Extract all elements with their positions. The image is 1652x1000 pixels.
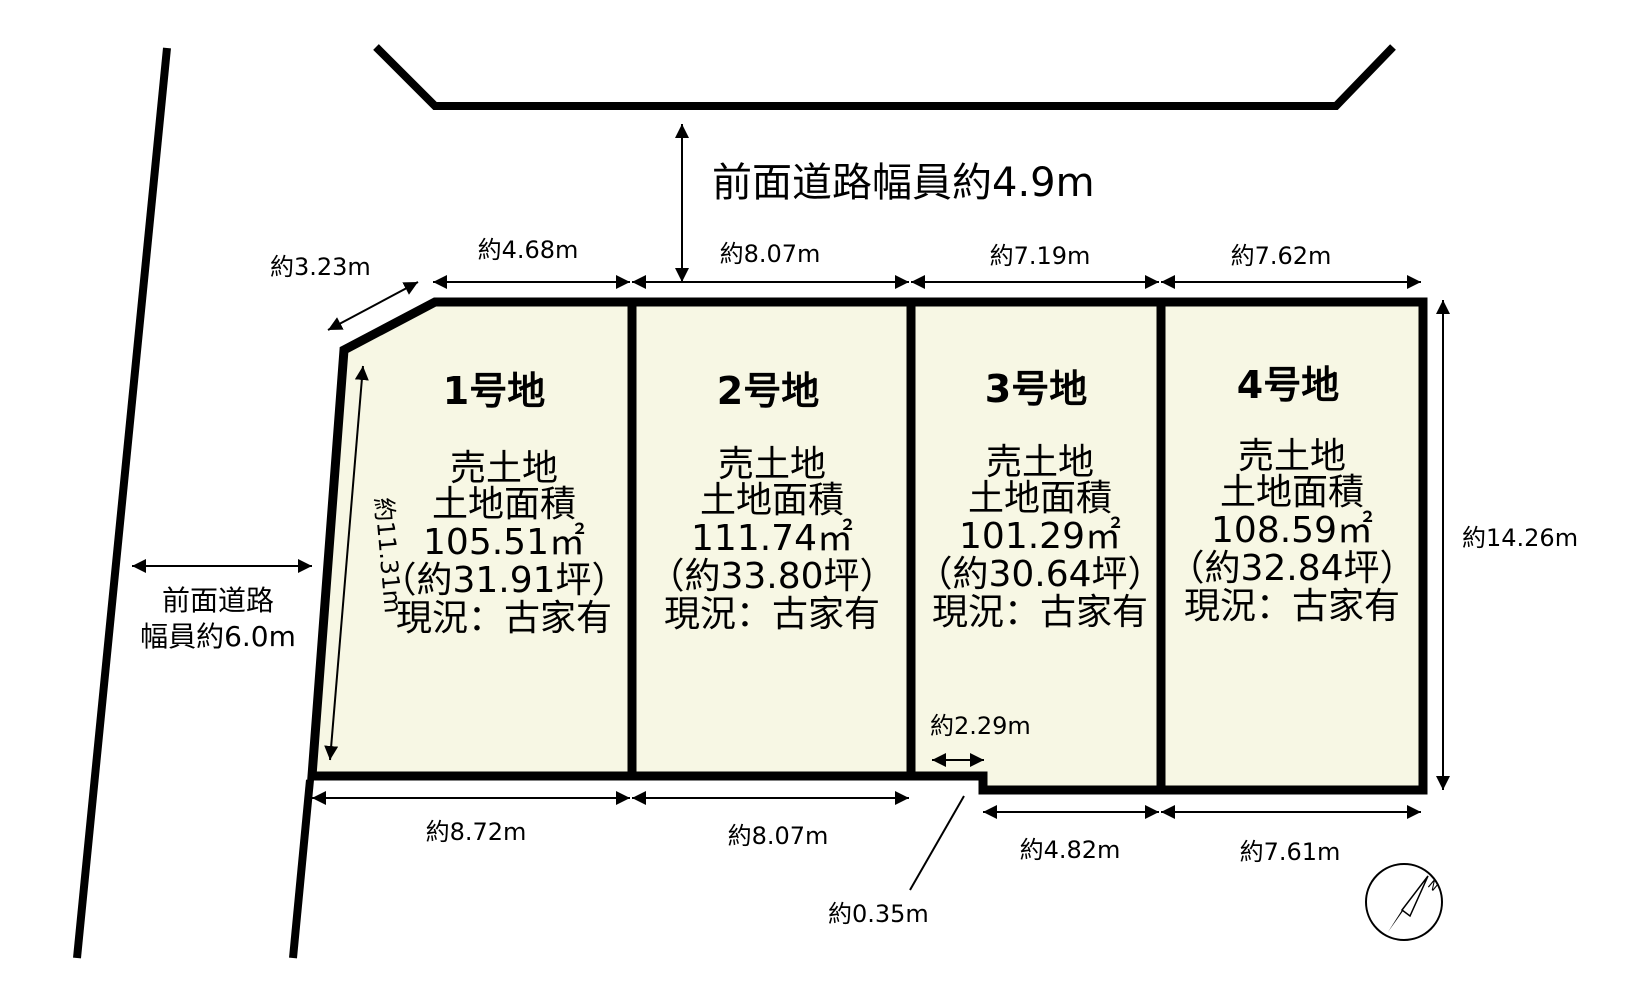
dim-lot3-bottom: 約4.82m — [1020, 836, 1121, 864]
side-road-label-line2: 幅員約6.0m — [140, 620, 296, 653]
lot-tsubo: （約33.80坪） — [648, 556, 895, 597]
dim-line-corner-cut — [327, 281, 419, 331]
dimension-lines — [132, 124, 1450, 891]
lot-type: 売土地 — [986, 442, 1094, 483]
dim-lot4-bottom: 約7.61m — [1240, 838, 1341, 866]
lot-1-labels: 1号地 売土地 土地面積 105.51㎡ （約31.91坪） 現況：古家有 — [380, 369, 627, 639]
dim-notch-depth: 約0.35m — [828, 900, 929, 928]
side-road-edge-inner — [289, 779, 314, 959]
lot-area-label: 土地面積 — [1220, 472, 1364, 513]
lot-status: 現況：古家有 — [396, 598, 612, 639]
lot-area-label: 土地面積 — [968, 478, 1112, 519]
dim-lot1-bottom: 約8.72m — [426, 818, 527, 846]
lot-status: 現況：古家有 — [1184, 586, 1400, 627]
dim-corner-cut: 約3.23m — [270, 253, 371, 281]
lot-area: 101.29㎡ — [959, 515, 1121, 557]
lot-status: 現況：古家有 — [932, 592, 1148, 633]
dim-right-side: 約14.26m — [1462, 524, 1578, 552]
front-road-edge — [373, 44, 1396, 110]
lot-status: 現況：古家有 — [664, 594, 880, 635]
dim-lot3-top: 約7.19m — [990, 242, 1091, 270]
leader-notch-depth — [909, 795, 965, 891]
lot-tsubo: （約30.64坪） — [916, 554, 1163, 595]
lot-name: 2号地 — [717, 369, 819, 413]
dim-lot4-top: 約7.62m — [1231, 242, 1332, 270]
lot-area: 105.51㎡ — [423, 521, 585, 563]
lot-type: 売土地 — [450, 448, 558, 489]
side-road-edge-outer — [73, 47, 171, 959]
lot-type: 売土地 — [1238, 436, 1346, 477]
lot-2-labels: 2号地 売土地 土地面積 111.74㎡ （約33.80坪） 現況：古家有 — [648, 369, 895, 635]
north-arrow-icon: N — [1365, 863, 1443, 941]
side-road-label-line1: 前面道路 — [162, 584, 274, 617]
lot-4-area[interactable] — [1156, 297, 1428, 795]
lot-area: 111.74㎡ — [691, 517, 853, 559]
lot-name: 1号地 — [443, 369, 545, 413]
lot-area-label: 土地面積 — [432, 484, 576, 525]
lot-area: 108.59㎡ — [1211, 509, 1373, 551]
lot-4-labels: 4号地 売土地 土地面積 108.59㎡ （約32.84坪） 現況：古家有 — [1168, 363, 1415, 627]
lot-3-labels: 3号地 売土地 土地面積 101.29㎡ （約30.64坪） 現況：古家有 — [916, 367, 1163, 633]
lot-tsubo: （約32.84坪） — [1168, 548, 1415, 589]
lot-name: 3号地 — [985, 367, 1087, 411]
front-road-label: 前面道路幅員約4.9m — [712, 160, 1095, 206]
lot-tsubo: （約31.91坪） — [380, 560, 627, 601]
lot-type: 売土地 — [718, 444, 826, 485]
dim-notch-width: 約2.29m — [930, 712, 1031, 740]
lot-name: 4号地 — [1237, 363, 1339, 407]
dim-lot2-top: 約8.07m — [720, 240, 821, 268]
dim-lot2-bottom: 約8.07m — [728, 822, 829, 850]
dim-lot1-top: 約4.68m — [478, 236, 579, 264]
dim-line-left-side — [324, 365, 369, 761]
lot-area-label: 土地面積 — [700, 480, 844, 521]
